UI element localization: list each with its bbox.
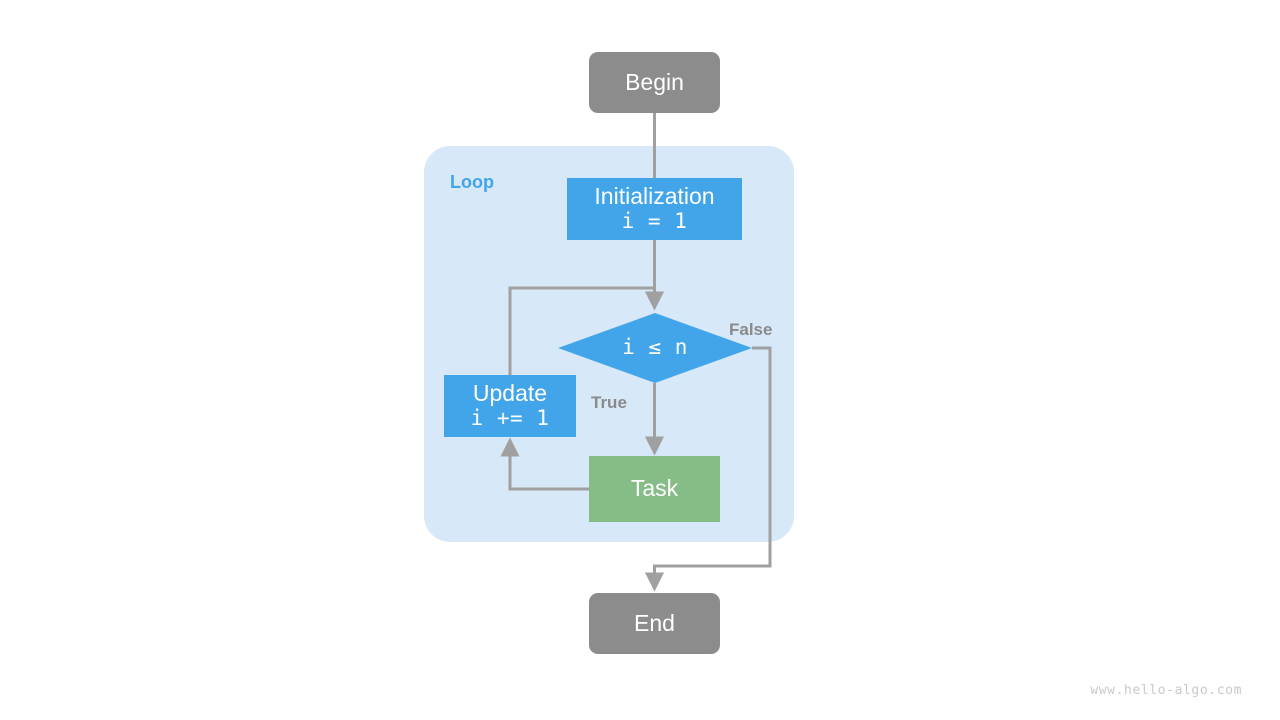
- node-begin[interactable]: [589, 52, 720, 113]
- node-initialization[interactable]: [567, 178, 742, 240]
- node-task[interactable]: [589, 456, 720, 522]
- edge-task-to-update: [500, 437, 589, 491]
- loop-group-label: Loop: [450, 172, 494, 192]
- edge-label-false: False: [729, 320, 773, 339]
- node-update[interactable]: [444, 375, 576, 437]
- edge-update-to-condition: [508, 286, 655, 375]
- edge-label-true: True: [591, 393, 627, 412]
- node-condition[interactable]: [558, 313, 752, 383]
- watermark: www.hello-algo.com: [1090, 683, 1242, 698]
- node-end[interactable]: [589, 593, 720, 654]
- edge-condition-to-end: [644, 346, 772, 592]
